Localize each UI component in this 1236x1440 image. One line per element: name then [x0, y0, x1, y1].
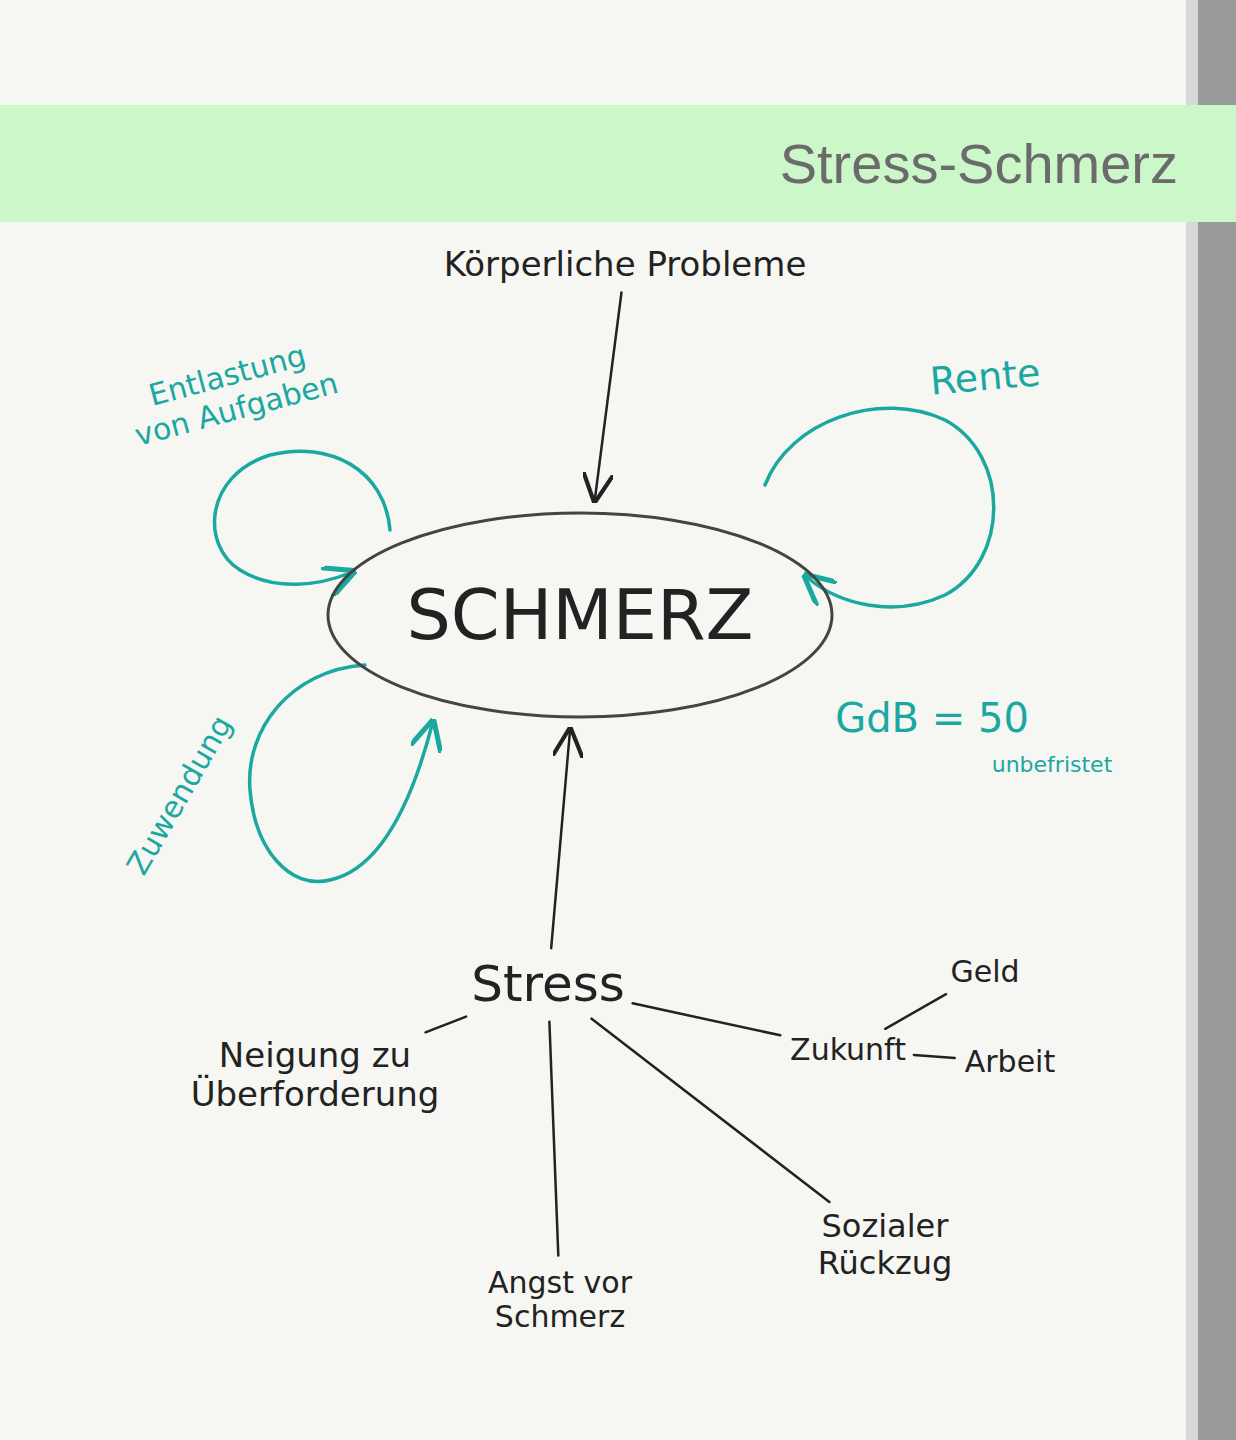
annotation-label: Zuwendung — [121, 709, 240, 880]
feedback-loop — [765, 408, 994, 607]
node-text: Geld — [950, 955, 1019, 990]
concept-term: Sozialer Rückzug — [785, 1208, 985, 1282]
node-text: Körperliche Probleme — [444, 245, 807, 284]
ellipse-outline — [328, 513, 832, 717]
concept-term: Neigung zu Überforderung — [190, 1036, 440, 1114]
title-banner: Stress-Schmerz — [0, 105, 1236, 222]
node-text: Stress — [471, 956, 625, 1014]
concept-term: Angst vor Schmerz — [470, 1266, 650, 1335]
association-line — [426, 1017, 467, 1033]
influence-arrow — [551, 730, 570, 948]
association-line — [549, 1022, 558, 1256]
association-line — [885, 994, 946, 1029]
node-text: Angst vor Schmerz — [470, 1266, 650, 1335]
annotation-label: unbefristet — [992, 752, 1113, 777]
central-ellipse: SCHMERZ — [325, 510, 835, 720]
concept-term: Körperliche Probleme — [444, 245, 807, 284]
annotation-label: Rente — [928, 351, 1042, 404]
node-text: Arbeit — [965, 1045, 1055, 1080]
annotation-label: GdB = 50 — [835, 695, 1029, 741]
feedback-loop — [250, 665, 432, 882]
node-text: Neigung zu Überforderung — [190, 1036, 440, 1114]
node-text: SCHMERZ — [406, 575, 753, 656]
influence-arrow — [595, 292, 622, 500]
annotation-label: Entlastung von Aufgaben — [117, 330, 347, 454]
concept-term: Stress — [471, 956, 625, 1014]
association-line — [914, 1055, 955, 1058]
concept-term: Geld — [950, 955, 1019, 990]
diagram-title: Stress-Schmerz — [780, 131, 1178, 196]
node-text: Zukunft — [790, 1033, 906, 1068]
node-text: Sozialer Rückzug — [785, 1208, 985, 1282]
association-line — [633, 1003, 781, 1035]
concept-term: Zukunft — [790, 1033, 906, 1068]
concept-term: Arbeit — [965, 1045, 1055, 1080]
